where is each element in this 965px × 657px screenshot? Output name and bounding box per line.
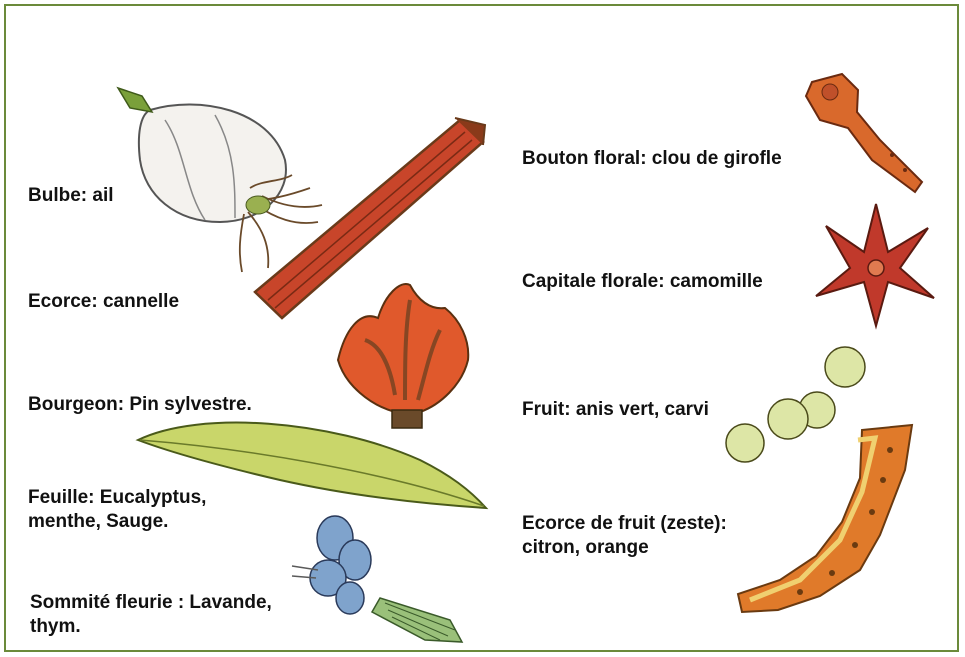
pine-bud-icon — [338, 284, 468, 428]
anise-seeds-icon — [726, 347, 865, 462]
clove-icon — [806, 74, 922, 192]
star-anise-icon — [816, 204, 934, 326]
lavender-flower-icon — [292, 516, 462, 642]
eucalyptus-leaf-icon — [138, 423, 486, 508]
cinnamon-bark-icon — [255, 118, 485, 318]
citrus-zest-icon — [738, 425, 912, 612]
garlic-bulb-icon — [118, 88, 322, 272]
